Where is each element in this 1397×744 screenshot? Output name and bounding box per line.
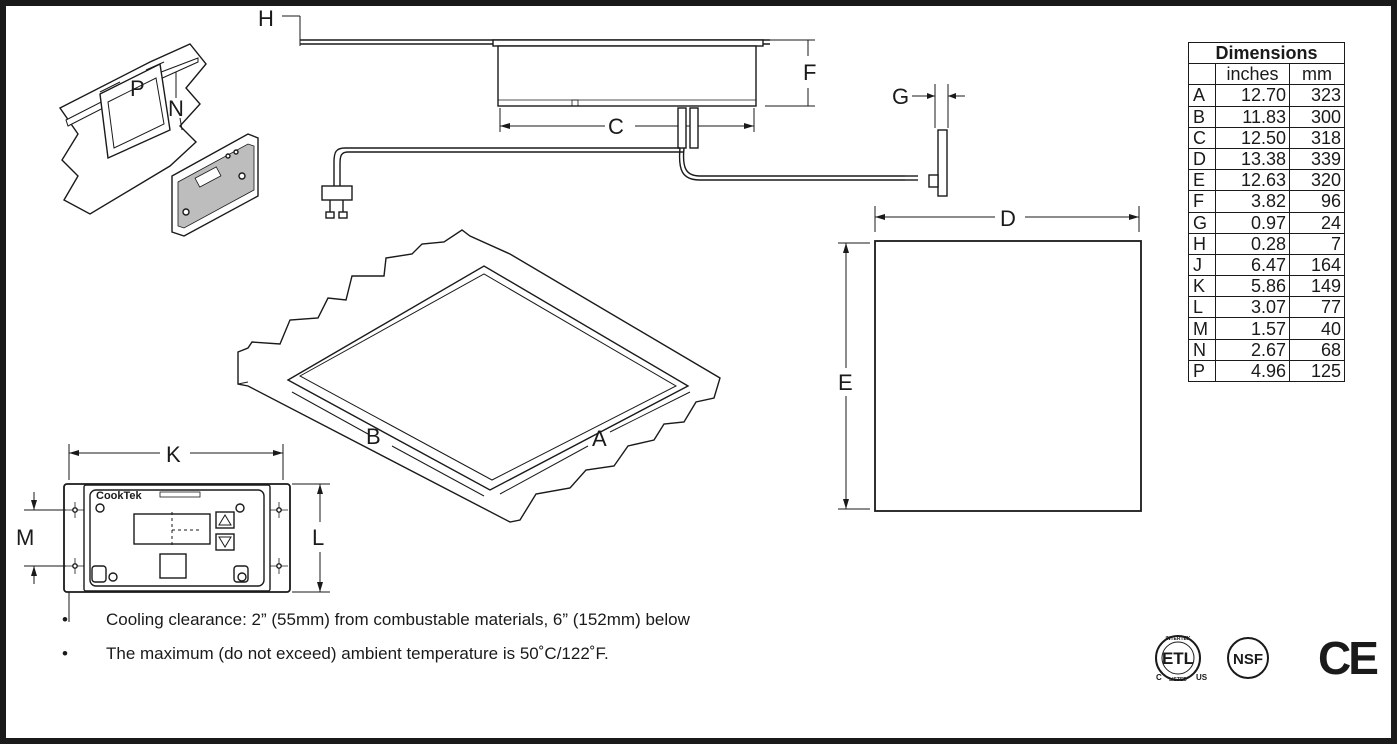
bullet-icon: • bbox=[62, 610, 68, 629]
certification-logos: ETL INTERTEK LISTED C US NSF bbox=[1155, 635, 1269, 683]
dim-label-a: A bbox=[592, 426, 607, 451]
table-header-inches: inches bbox=[1215, 63, 1290, 86]
nsf-icon: NSF bbox=[1227, 637, 1269, 679]
dim-label-e: E bbox=[838, 370, 853, 395]
svg-text:INTERTEK: INTERTEK bbox=[1166, 636, 1191, 642]
ce-mark-icon: CE bbox=[1318, 632, 1379, 684]
svg-text:NSF: NSF bbox=[1233, 651, 1263, 668]
dim-label-b: B bbox=[366, 424, 381, 449]
cooktop-cutout-view bbox=[237, 229, 721, 523]
note-text: Cooling clearance: 2” (55mm) from combus… bbox=[106, 610, 690, 629]
etl-listed-icon: ETL INTERTEK LISTED C US bbox=[1155, 635, 1208, 683]
notes-list: • Cooling clearance: 2” (55mm) from comb… bbox=[62, 610, 690, 678]
top-view bbox=[838, 206, 1142, 512]
svg-text:LISTED: LISTED bbox=[1169, 677, 1187, 683]
dim-label-n: N bbox=[168, 96, 184, 121]
dim-label-k: K bbox=[166, 442, 181, 467]
note-ambient-temperature: • The maximum (do not exceed) ambient te… bbox=[62, 644, 690, 678]
dim-label-d: D bbox=[1000, 206, 1016, 231]
svg-text:ETL: ETL bbox=[1162, 649, 1194, 668]
svg-text:US: US bbox=[1196, 673, 1208, 682]
dim-label-c: C bbox=[608, 114, 624, 139]
bullet-icon: • bbox=[62, 644, 68, 663]
table-header-key bbox=[1188, 63, 1216, 86]
control-cutout-view bbox=[58, 43, 259, 237]
side-view bbox=[282, 15, 965, 219]
dim-label-g: G bbox=[892, 84, 909, 109]
dim-label-f: F bbox=[803, 60, 816, 85]
dim-label-h: H bbox=[258, 6, 274, 31]
brand-logo: CookTek bbox=[96, 490, 143, 502]
dim-label-l: L bbox=[312, 525, 324, 550]
dim-label-p: P bbox=[130, 76, 145, 101]
note-text: The maximum (do not exceed) ambient temp… bbox=[106, 644, 609, 663]
svg-text:C: C bbox=[1156, 673, 1162, 682]
dim-label-m: M bbox=[16, 525, 34, 550]
control-panel-front-view bbox=[24, 444, 330, 622]
table-header-mm: mm bbox=[1289, 63, 1345, 86]
table-title: Dimensions bbox=[1188, 41, 1345, 65]
note-cooling-clearance: • Cooling clearance: 2” (55mm) from comb… bbox=[62, 610, 690, 644]
